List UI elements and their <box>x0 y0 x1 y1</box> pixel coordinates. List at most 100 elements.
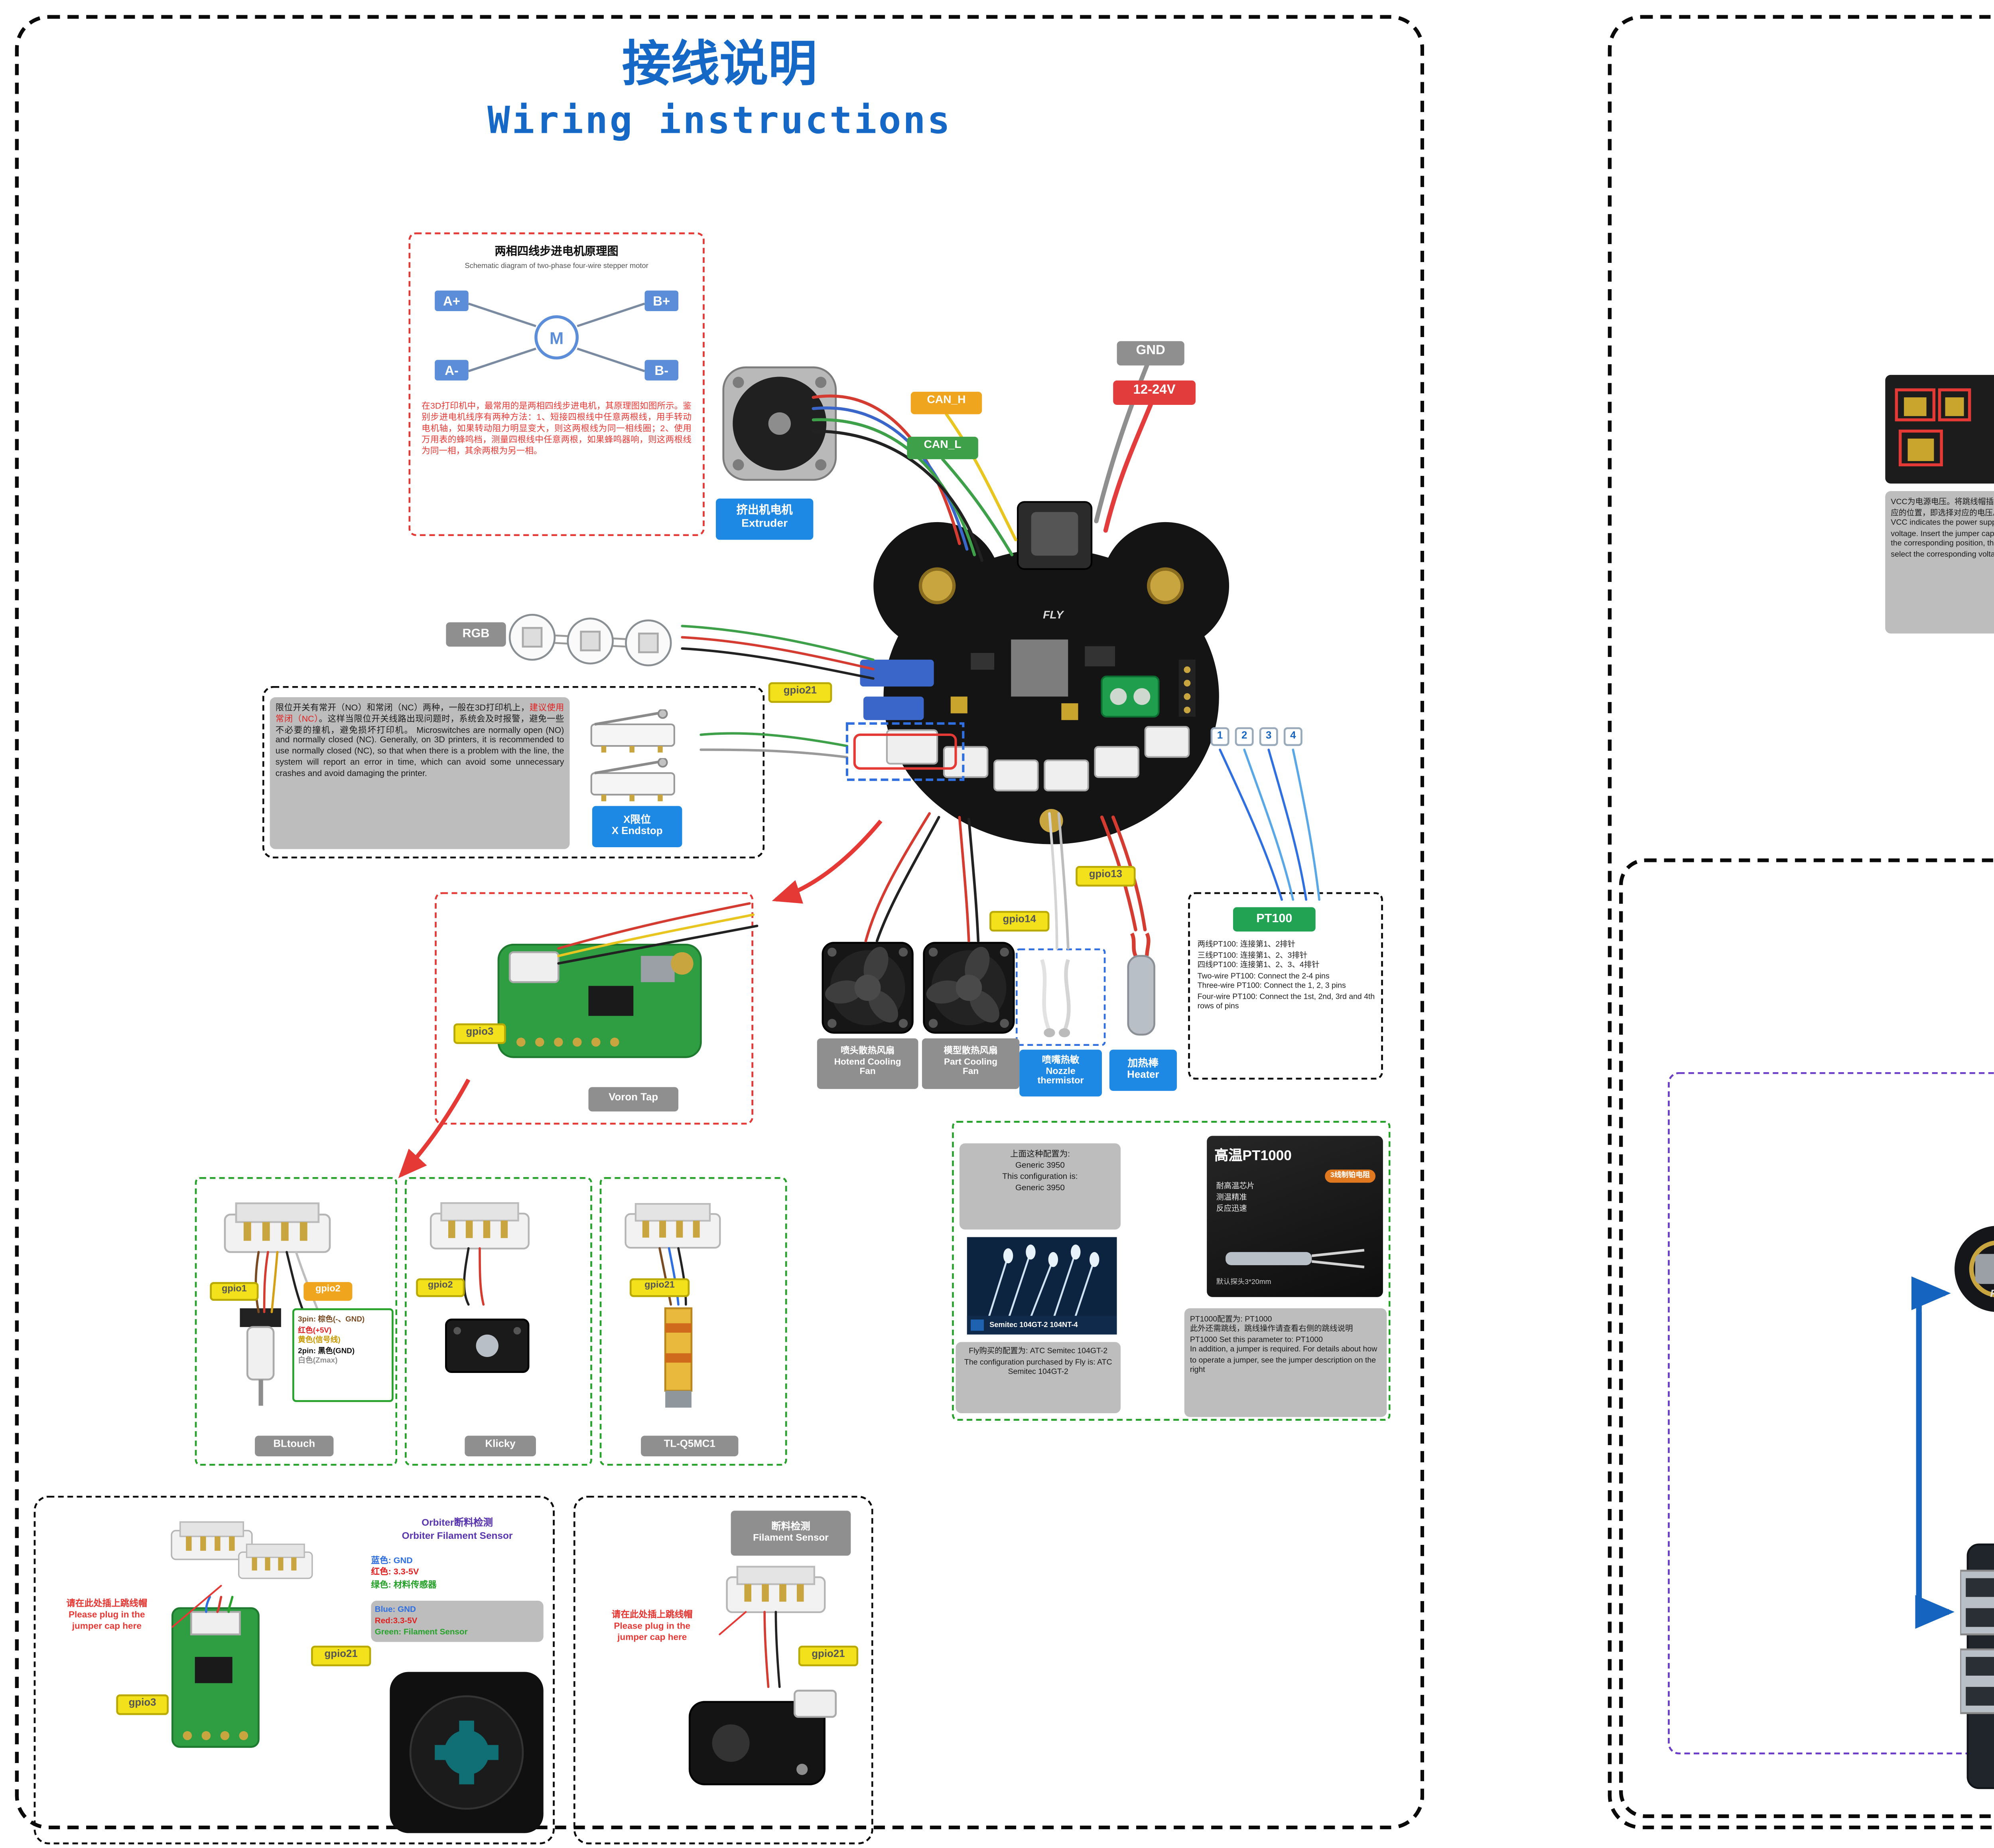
stepper-title-en: Schematic diagram of two-phase four-wire… <box>465 260 648 270</box>
orbiter-title: Orbiter断料检测 Orbiter Filament Sensor <box>402 1518 513 1542</box>
jumper-title-en: Jumper instructions <box>1612 101 1994 146</box>
pt100-pin-2: 2 <box>1235 727 1254 746</box>
gpio14-fan-label: gpio14 <box>989 911 1050 932</box>
pt100-pin-3: 3 <box>1259 727 1278 746</box>
bltouch-label: BLtouch <box>255 1436 334 1457</box>
utoc-connection-box <box>1668 1072 1994 1755</box>
svg-text:B-: B- <box>654 363 668 378</box>
orbiter-sensor-photo <box>390 1672 544 1833</box>
filament-connector <box>723 1563 828 1616</box>
voron-tap-box <box>435 892 753 1125</box>
semitec-note: Fly购买的配置为: ATC Semitec 104GT-2 The confi… <box>956 1342 1121 1414</box>
can-h-label: CAN_H <box>910 392 982 414</box>
board-fly-silkscreen: FLY <box>1043 611 1064 623</box>
thermistor-config-box <box>952 1121 1391 1421</box>
pt1000-badge: 3线制铂电阻 <box>1324 1170 1376 1183</box>
nozzle-thermistor-image <box>1040 959 1071 1037</box>
legend-yellow: 黄色(信号线) <box>298 1335 341 1345</box>
inductive-connector <box>622 1199 723 1252</box>
inductive-sensor-image <box>664 1307 693 1408</box>
bltouch-legend: 3pin: 棕色(-、GND) 红色(+5V) 黄色(信号线) 2pin: 黑色… <box>292 1308 394 1402</box>
sht36-v2-board-image <box>1955 1226 1994 1312</box>
hotend-fan-image <box>821 941 914 1035</box>
gpio3-tap-label: gpio3 <box>453 1023 506 1044</box>
orbiter-en-blue: Blue: GND <box>374 1604 416 1614</box>
svg-text:A+: A+ <box>443 294 460 308</box>
part-fan-label: 模型散热风扇 Part Cooling Fan <box>922 1038 1020 1089</box>
bottom-title-cn: 接线说明 <box>1623 911 1994 976</box>
he​ater-image <box>1127 933 1155 1036</box>
gpio13-fan-label: gpio13 <box>1076 866 1136 887</box>
orbiter-cn-legend: 蓝色: GND 红色: 3.3-5V 绿色: 材料传感器 <box>371 1556 547 1592</box>
pt1000-size: 默认探头3*20mm <box>1216 1278 1271 1286</box>
endstop-note-cn2: 。这样当限位开关线路出现问题时，系统会及时报警，避免一些不必要的撞机，避免损坏打… <box>275 714 564 734</box>
wiring-panel <box>15 15 1425 1830</box>
svg-text:A-: A- <box>445 363 459 378</box>
gpio2-bltouch-label: gpio2 <box>303 1282 353 1301</box>
sht36-board-image <box>847 499 1255 851</box>
gpio21-inductive-label: gpio21 <box>629 1278 690 1297</box>
v2-fly-silkscreen: FLY <box>1971 1290 1994 1301</box>
legend-red: 红色(+5V) <box>298 1324 332 1334</box>
orbiter-en-green: Green: Filament Sensor <box>374 1627 468 1637</box>
microswitch-image-2 <box>585 757 701 802</box>
x-endstop-label: X限位 X Endstop <box>592 806 682 847</box>
stepper-schematic: M A+ A- B+ B- <box>435 290 679 381</box>
filament-title: 断料检测 Filament Sensor <box>731 1511 851 1556</box>
jumper-closeup-image <box>1885 375 1994 484</box>
utoc-heading: SHT36 v2 CAN模式连接到UTOC SHT36 v2 Connects … <box>1893 1110 1994 1181</box>
legend-white: 白色(Zmax) <box>298 1356 338 1365</box>
orbiter-connector <box>171 1521 313 1579</box>
utoc-board-image <box>1960 1543 1994 1789</box>
gpio21-orbiter-label: gpio21 <box>311 1645 371 1667</box>
filament-box <box>573 1495 873 1844</box>
voron-tap-pcb-image <box>497 943 702 1058</box>
power-label: 12-24V <box>1113 380 1196 405</box>
voron-tap-label: Voron Tap <box>588 1087 679 1112</box>
klicky-connector <box>427 1199 532 1252</box>
orbiter-en-legend: Blue: GND Red:3.3-5V Green: Filament Sen… <box>371 1600 544 1643</box>
pt100-pin-4: 4 <box>1283 727 1302 746</box>
orbiter-box <box>33 1495 555 1844</box>
pt1000-probe-image <box>1226 1248 1365 1268</box>
gpio3-orbiter-label: gpio3 <box>116 1694 169 1715</box>
vcc-note: VCC为电源电压。将跳线帽插到对应的位置，即选择对应的电压。 VCC indic… <box>1885 491 1994 634</box>
orbiter-pcb-image <box>171 1607 260 1748</box>
svg-text:M: M <box>550 329 564 347</box>
gpio21-endstop-label: gpio21 <box>768 682 832 703</box>
extruder-label: 挤出机电机 Extruder <box>716 498 814 540</box>
hotend-fan-label: 喷头散热风扇 Hotend Cooling Fan <box>817 1038 918 1089</box>
gpio1-bltouch-label: gpio1 <box>210 1282 259 1301</box>
part-fan-image <box>922 941 1016 1035</box>
orbiter-cn-red: 红色: 3.3-5V <box>371 1568 419 1577</box>
orbiter-cn-blue: 蓝色: GND <box>371 1556 413 1565</box>
filament-jumper-note: 请在此处插上跳线帽 Please plug in the jumper cap … <box>611 1612 693 1645</box>
jumper-panel <box>1608 15 1994 1830</box>
generic3950-note: 上面这种配置为: Generic 3950 This configuration… <box>959 1143 1121 1230</box>
jumper-title-cn: 跳线说明 <box>1612 30 1994 99</box>
filament-sensor-image <box>688 1690 837 1785</box>
thermistor-photo-caption: Semitec 104GT-2 104NT-4 <box>989 1319 1078 1329</box>
rgb-label: RGB <box>446 622 506 647</box>
pt1000-photo: 高温PT1000 3线制铂电阻 耐高温芯片 测温精准 反应迅速 默认探头3*20… <box>1207 1136 1383 1297</box>
pt100-label: PT100 <box>1233 907 1316 932</box>
left-title-en: Wiring instructions <box>487 97 952 143</box>
svg-text:B+: B+ <box>653 294 670 308</box>
left-title-cn: 接线说明 <box>622 37 817 92</box>
gnd-label: GND <box>1117 341 1184 366</box>
stepper-note: 在3D打印机中，最常用的是两相四线步进电机，其原理图如图所示。鉴别步进电机线序有… <box>422 401 692 456</box>
klicky-box <box>404 1177 592 1466</box>
bltouch-box <box>195 1177 398 1466</box>
can-wiring-panel <box>1619 858 1994 1818</box>
endstop-note-en: Microswitches are normally open (NO) and… <box>275 724 564 778</box>
endstop-note-cn-red: 建议使用常闭（NC） <box>275 703 564 723</box>
heater-label: 加热棒 Heater <box>1109 1049 1177 1091</box>
gpio21-filament-label: gpio21 <box>798 1645 859 1667</box>
can-l-label: CAN_L <box>907 436 978 460</box>
pt1000-features: 耐高温芯片 测温精准 反应迅速 <box>1216 1181 1255 1213</box>
endstop-note: 限位开关有常开（NO）和常闭（NC）两种，一般在3D打印机上，建议使用常闭（NC… <box>270 697 570 849</box>
inductive-box <box>599 1177 787 1466</box>
klicky-label: Klicky <box>465 1436 536 1457</box>
inductive-label: TL-Q5MC1 <box>641 1436 739 1457</box>
